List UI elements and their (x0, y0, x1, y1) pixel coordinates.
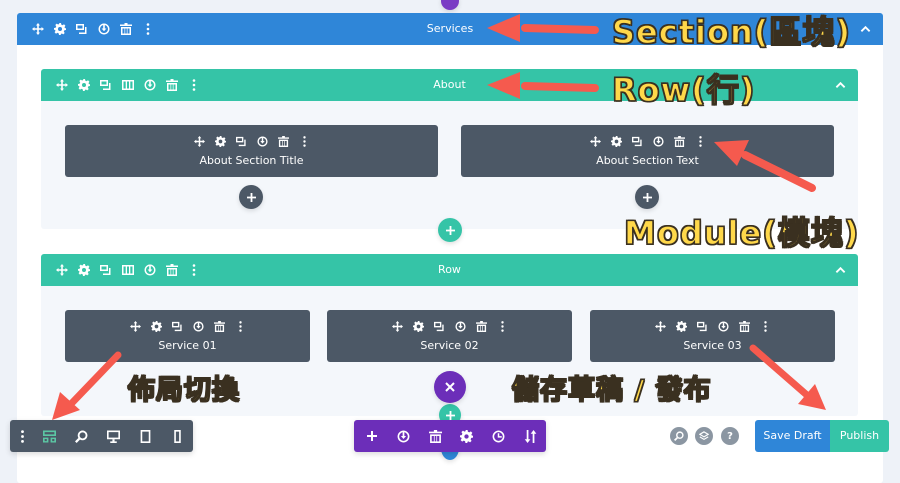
tablet-icon[interactable] (129, 420, 161, 452)
module-about-title[interactable]: About Section Title (65, 125, 438, 177)
trash-icon[interactable] (209, 318, 230, 334)
view-mode-toolbar (10, 420, 193, 452)
add-module-button[interactable] (635, 185, 659, 209)
add-module-button[interactable] (239, 185, 263, 209)
module-label: About Section Text (596, 154, 699, 167)
module-tools (65, 133, 438, 149)
module-tools (327, 318, 572, 334)
move-icon[interactable] (650, 318, 671, 334)
duplicate-icon[interactable] (167, 318, 188, 334)
gear-icon[interactable] (671, 318, 692, 334)
zoom-icon[interactable] (65, 420, 97, 452)
save-icon[interactable] (648, 133, 669, 149)
save-icon[interactable] (450, 318, 471, 334)
save-icon[interactable] (188, 318, 209, 334)
more-icon[interactable] (690, 133, 711, 149)
save-icon[interactable] (252, 133, 273, 149)
duplicate-icon[interactable] (692, 318, 713, 334)
add-section-top-button[interactable] (441, 0, 459, 10)
module-tools (65, 318, 310, 334)
annotation-layout-switch: 佈局切換 (127, 374, 240, 406)
more-icon[interactable] (230, 318, 251, 334)
module-service-03[interactable]: Service 03 (590, 310, 835, 362)
layers-icon[interactable] (695, 427, 713, 445)
move-icon[interactable] (125, 318, 146, 334)
publish-button[interactable]: Publish (830, 420, 889, 452)
wireframe-icon[interactable] (34, 420, 65, 452)
trash-icon[interactable] (471, 318, 492, 334)
help-icon[interactable]: ? (721, 427, 739, 445)
save-icon[interactable] (388, 420, 420, 452)
annotation-module: Module(模塊) (623, 213, 860, 252)
module-label: Service 01 (158, 339, 217, 352)
sort-icon[interactable] (514, 420, 546, 452)
gear-icon[interactable] (408, 318, 429, 334)
add-icon[interactable] (357, 420, 388, 452)
annotation-save-publish: 儲存草稿 / 發布 (511, 374, 712, 406)
chevron-up-icon[interactable] (832, 254, 848, 286)
annotation-section: Section(區塊) (611, 12, 852, 51)
move-icon[interactable] (585, 133, 606, 149)
duplicate-icon[interactable] (429, 318, 450, 334)
gear-icon[interactable] (451, 420, 483, 452)
module-service-01[interactable]: Service 01 (65, 310, 310, 362)
module-tools (461, 133, 834, 149)
move-icon[interactable] (387, 318, 408, 334)
trash-icon[interactable] (669, 133, 690, 149)
more-icon[interactable] (755, 318, 776, 334)
gear-icon[interactable] (606, 133, 627, 149)
history-icon[interactable] (483, 420, 515, 452)
module-label: Service 02 (420, 339, 479, 352)
gear-icon[interactable] (210, 133, 231, 149)
trash-icon[interactable] (273, 133, 294, 149)
search-icon[interactable] (670, 427, 688, 445)
desktop-icon[interactable] (97, 420, 129, 452)
module-label: About Section Title (199, 154, 304, 167)
section-title: Services (426, 22, 474, 35)
more-icon[interactable] (10, 420, 34, 452)
row-services-header[interactable]: Row (41, 254, 858, 286)
chevron-up-icon[interactable] (832, 69, 848, 101)
trash-icon[interactable] (419, 420, 451, 452)
add-row-button[interactable] (438, 218, 462, 242)
module-tools (590, 318, 835, 334)
row-title: About (433, 78, 466, 91)
save-icon[interactable] (713, 318, 734, 334)
row-title: Row (438, 263, 461, 276)
save-draft-button[interactable]: Save Draft (755, 420, 830, 452)
more-icon[interactable] (492, 318, 513, 334)
duplicate-icon[interactable] (627, 133, 648, 149)
duplicate-icon[interactable] (231, 133, 252, 149)
row-about-header[interactable]: About (41, 69, 858, 101)
close-page-menu-button[interactable] (434, 371, 466, 403)
more-icon[interactable] (294, 133, 315, 149)
phone-icon[interactable] (161, 420, 193, 452)
move-icon[interactable] (189, 133, 210, 149)
module-label: Service 03 (683, 339, 742, 352)
section-header[interactable]: Services (17, 13, 883, 45)
module-about-text[interactable]: About Section Text (461, 125, 834, 177)
page-settings-toolbar (354, 420, 546, 452)
chevron-up-icon[interactable] (857, 13, 873, 45)
module-service-02[interactable]: Service 02 (327, 310, 572, 362)
annotation-row: Row(行) (611, 70, 756, 109)
gear-icon[interactable] (146, 318, 167, 334)
trash-icon[interactable] (734, 318, 755, 334)
